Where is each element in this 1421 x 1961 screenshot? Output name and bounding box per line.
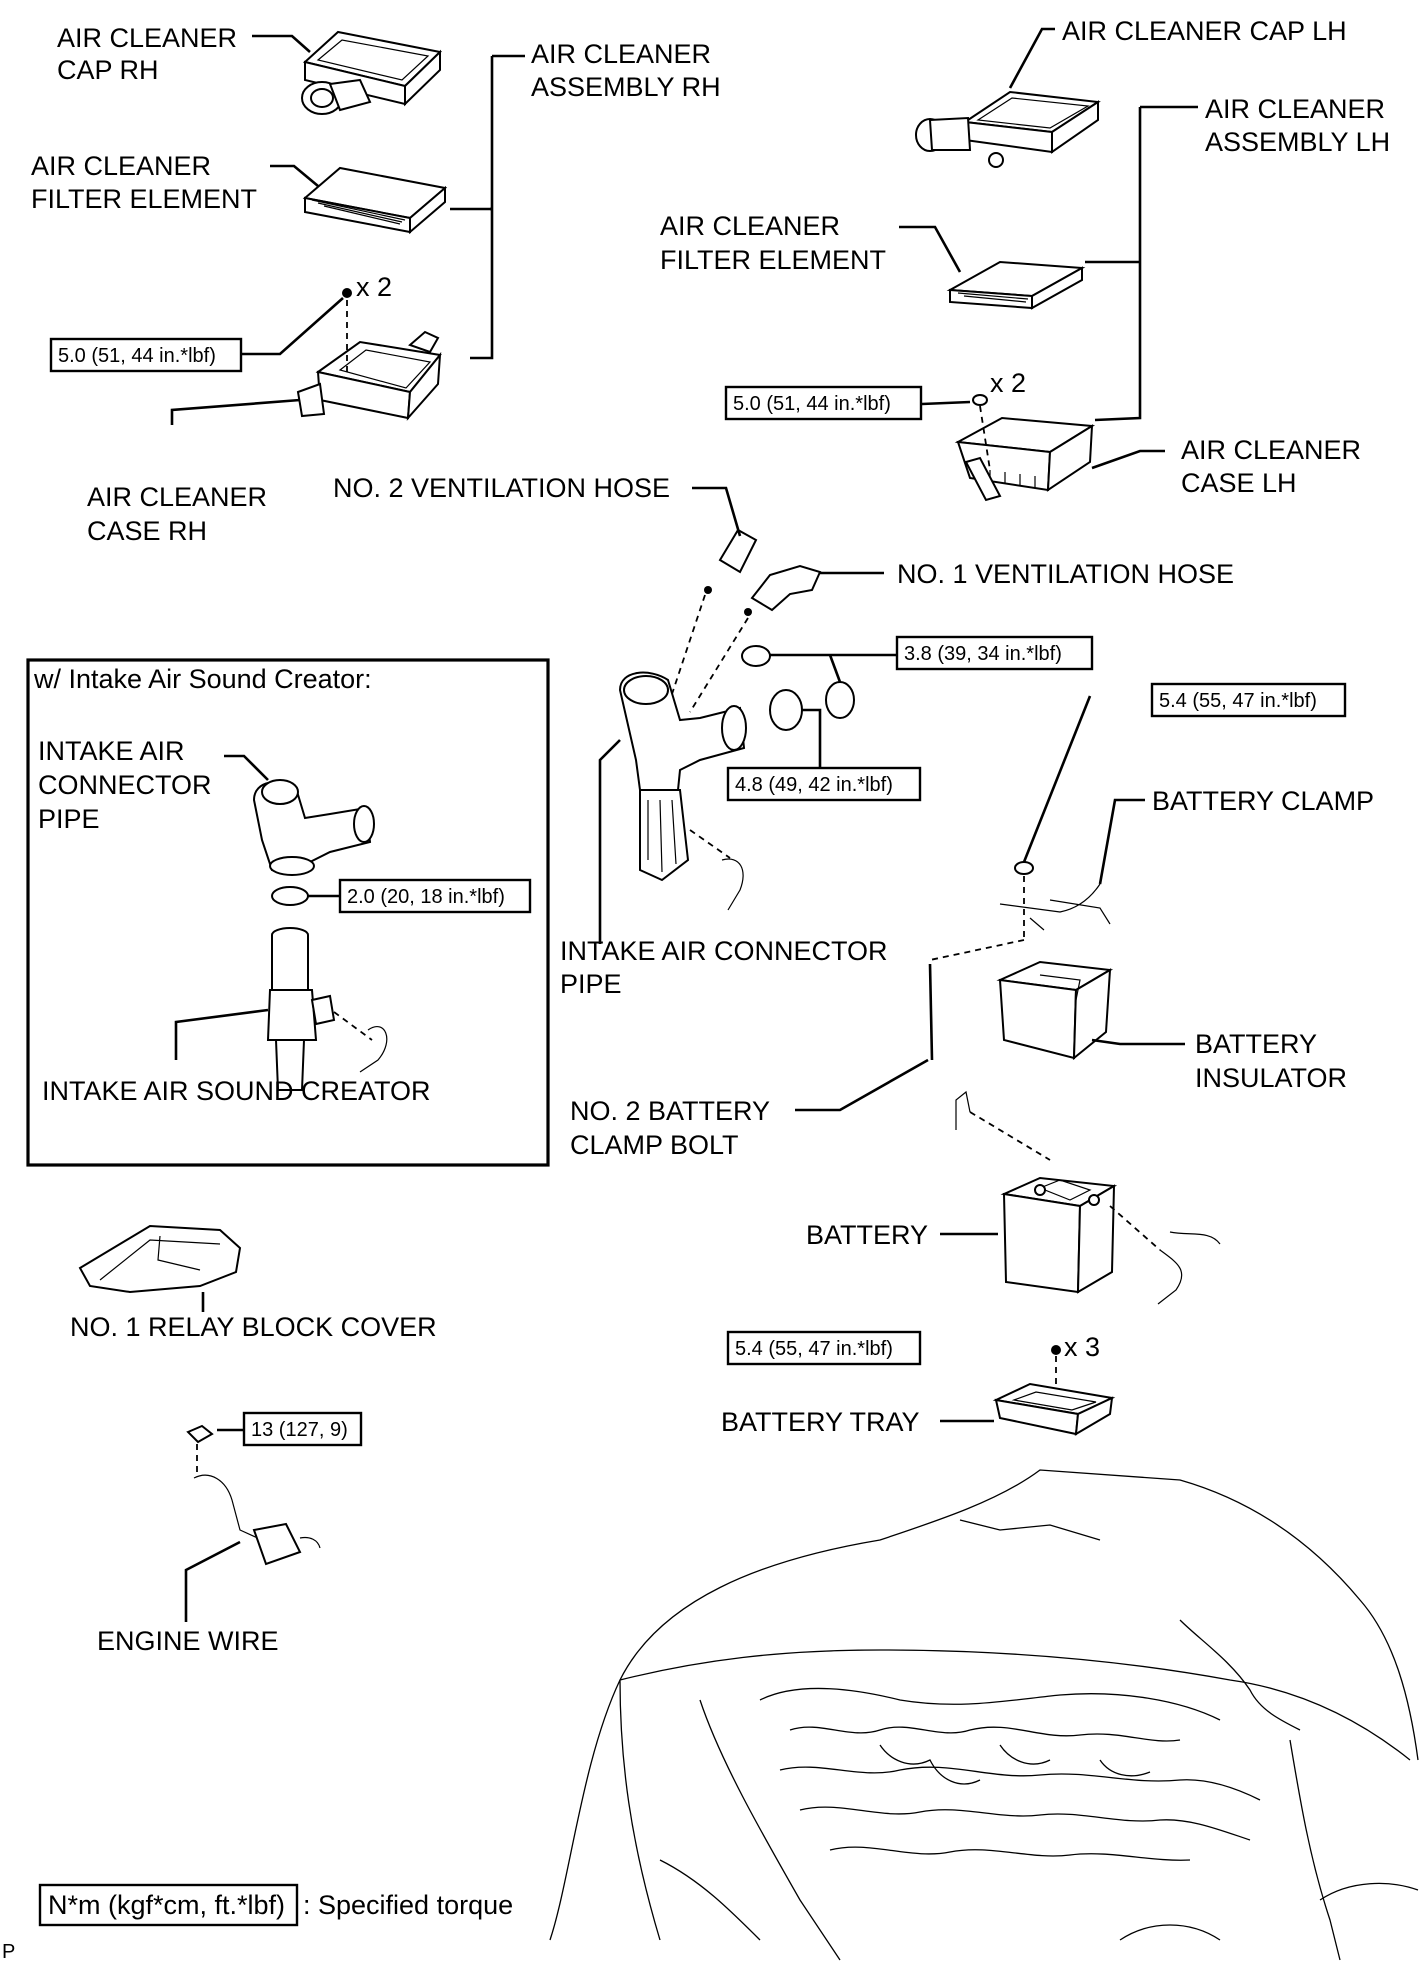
vehicle-engine-bay-outline <box>549 1469 1419 1961</box>
intake-air-connector-pipe-drawing <box>598 671 747 944</box>
torque-clamp-large: 4.8 (49, 42 in.*lbf) <box>735 774 893 796</box>
case-rh-bolt-icon <box>342 288 352 375</box>
ventilation-hoses-drawing <box>669 486 884 713</box>
label-filter-lh: AIR CLEANER <box>660 211 840 241</box>
label-clamp-bolt: NO. 2 BATTERY <box>570 1096 770 1126</box>
label-vent-hose-1: NO. 1 VENTILATION HOSE <box>897 559 1234 589</box>
label-assembly-rh-2: ASSEMBLY RH <box>531 72 721 102</box>
engine-wire-drawing <box>184 1424 321 1622</box>
air-cleaner-filter-lh-drawing <box>946 260 1086 310</box>
label-qty-battery-tray: x 3 <box>1064 1332 1100 1362</box>
torque-box-clamp-large <box>726 766 922 802</box>
torque-box-case-rh <box>49 337 243 373</box>
label-battery-tray: BATTERY TRAY <box>721 1407 920 1437</box>
label-case-rh: AIR CLEANER <box>87 482 267 512</box>
air-cleaner-lh-group <box>899 27 1198 502</box>
label-battery-insulator: BATTERY <box>1195 1029 1317 1059</box>
torque-box-battery-tray <box>726 1330 922 1366</box>
label-assembly-rh: AIR CLEANER <box>531 39 711 69</box>
torque-box-clamp-small <box>895 635 1094 671</box>
label-case-rh-2: CASE RH <box>87 516 207 546</box>
label-assembly-lh-2: ASSEMBLY LH <box>1205 127 1390 157</box>
battery-clamp-drawing <box>929 695 1145 961</box>
clamp-bolt-drawing <box>795 963 934 1112</box>
inset-label-pipe-3: PIPE <box>38 804 100 834</box>
torque-legend: N*m (kgf*cm, ft.*lbf) : Specified torque <box>38 1883 513 1927</box>
torque-box-case-lh <box>724 385 923 421</box>
inset-sound-creator <box>26 658 550 1167</box>
label-filter-lh-2: FILTER ELEMENT <box>660 245 886 275</box>
label-clamp-bolt-2: CLAMP BOLT <box>570 1130 739 1160</box>
legend-unit: N*m (kgf*cm, ft.*lbf) <box>48 1890 285 1920</box>
torque-box-engine-wire <box>242 1411 363 1447</box>
inset-label-pipe: INTAKE AIR <box>38 736 185 766</box>
torque-box-battery-clamp <box>1150 682 1347 718</box>
label-filter-rh: AIR CLEANER <box>31 151 211 181</box>
label-filter-rh-2: FILTER ELEMENT <box>31 184 257 214</box>
inset-clamp-drawing <box>271 886 309 906</box>
torque-battery-clamp: 5.4 (55, 47 in.*lbf) <box>1159 690 1317 712</box>
inset-label-creator: INTAKE AIR SOUND CREATOR <box>42 1076 431 1106</box>
label-case-lh: AIR CLEANER <box>1181 435 1361 465</box>
inset-torque: 2.0 (20, 18 in.*lbf) <box>347 886 505 908</box>
air-cleaner-cap-rh-drawing <box>301 30 443 115</box>
torque-engine-wire: 13 (127, 9) <box>251 1419 348 1441</box>
air-cleaner-filter-rh-drawing <box>302 166 448 235</box>
torque-case-lh: 5.0 (51, 44 in.*lbf) <box>733 393 891 415</box>
label-cap-rh: AIR CLEANER <box>57 23 237 53</box>
hose-clamps-drawing <box>741 645 897 771</box>
label-qty-case-rh: x 2 <box>356 272 392 302</box>
label-battery: BATTERY <box>806 1220 928 1250</box>
inset-title: w/ Intake Air Sound Creator: <box>33 664 372 694</box>
corner-mark: P <box>2 1941 15 1961</box>
torque-clamp-small: 3.8 (39, 34 in.*lbf) <box>904 643 1062 665</box>
legend-text: : Specified torque <box>303 1890 513 1920</box>
legend-box <box>38 1883 299 1927</box>
label-intake-pipe: INTAKE AIR CONNECTOR <box>560 936 888 966</box>
label-intake-pipe-2: PIPE <box>560 969 622 999</box>
inset-pipe-drawing <box>252 779 375 876</box>
torque-case-rh: 5.0 (51, 44 in.*lbf) <box>58 345 216 367</box>
battery-drawing <box>940 1090 1221 1305</box>
air-cleaner-rh-group <box>170 30 525 425</box>
inset-sound-creator-drawing <box>266 927 388 1091</box>
label-cap-lh: AIR CLEANER CAP LH <box>1062 16 1347 46</box>
case-lh-bolt-icon <box>972 394 991 471</box>
label-qty-case-lh: x 2 <box>990 368 1026 398</box>
label-battery-clamp: BATTERY CLAMP <box>1152 786 1374 816</box>
torque-battery-tray: 5.4 (55, 47 in.*lbf) <box>735 1338 893 1360</box>
label-case-lh-2: CASE LH <box>1181 468 1297 498</box>
inset-label-pipe-2: CONNECTOR <box>38 770 212 800</box>
inset-torque-box <box>338 878 532 914</box>
relay-block-cover-drawing <box>78 1224 242 1312</box>
label-assembly-lh: AIR CLEANER <box>1205 94 1385 124</box>
air-cleaner-case-lh-drawing <box>954 416 1096 502</box>
label-cap-rh-2: CAP RH <box>57 55 159 85</box>
battery-tray-drawing <box>940 1345 1116 1436</box>
label-vent-hose-2: NO. 2 VENTILATION HOSE <box>333 473 670 503</box>
battery-insulator-drawing <box>996 960 1185 1061</box>
air-cleaner-case-rh-drawing <box>296 330 442 421</box>
label-engine-wire: ENGINE WIRE <box>97 1626 279 1656</box>
label-relay-cover: NO. 1 RELAY BLOCK COVER <box>70 1312 437 1342</box>
air-cleaner-cap-lh-drawing <box>915 90 1101 168</box>
label-battery-insulator-2: INSULATOR <box>1195 1063 1347 1093</box>
